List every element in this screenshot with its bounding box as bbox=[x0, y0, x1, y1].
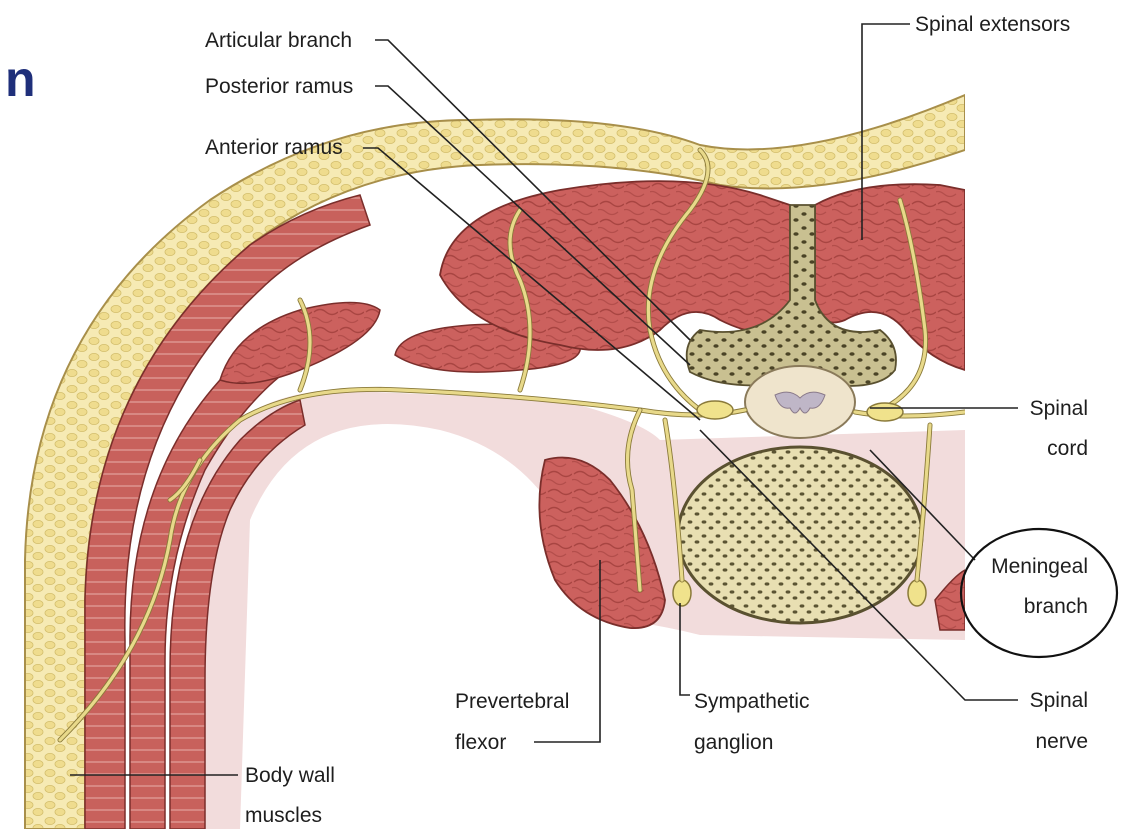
label-articular-branch: Articular branch bbox=[205, 29, 352, 52]
label-spinal-extensors: Spinal extensors bbox=[915, 13, 1070, 36]
anatomy-illustration bbox=[25, 95, 965, 829]
label-sympathetic-line2: ganglion bbox=[694, 731, 773, 754]
label-posterior-ramus: Posterior ramus bbox=[205, 75, 353, 98]
label-prevertebral-line2: flexor bbox=[455, 731, 506, 754]
intercostal-muscle-slip bbox=[220, 303, 380, 384]
label-sympathetic-line1: Sympathetic bbox=[694, 690, 810, 713]
vertebral-body bbox=[678, 447, 922, 623]
slide-title-fragment: n bbox=[5, 51, 36, 107]
label-spinal-nerve-line1: Spinal bbox=[1030, 689, 1088, 712]
label-anterior-ramus: Anterior ramus bbox=[205, 136, 343, 159]
label-meningeal-line1: Meningeal bbox=[991, 555, 1088, 578]
label-body-wall-line1: Body wall bbox=[245, 764, 335, 787]
sympathetic-ganglion-right bbox=[908, 580, 926, 606]
label-meningeal-line2: branch bbox=[1024, 595, 1088, 618]
label-spinal-nerve-line2: nerve bbox=[1035, 730, 1088, 753]
label-prevertebral-line1: Prevertebral bbox=[455, 690, 569, 713]
sympathetic-ganglion-left bbox=[673, 580, 691, 606]
meningeal-highlight-circle bbox=[961, 529, 1117, 657]
label-spinal-cord-line2: cord bbox=[1047, 437, 1088, 460]
label-body-wall-line2: muscles bbox=[245, 804, 322, 827]
label-spinal-cord-line1: Spinal bbox=[1030, 397, 1088, 420]
